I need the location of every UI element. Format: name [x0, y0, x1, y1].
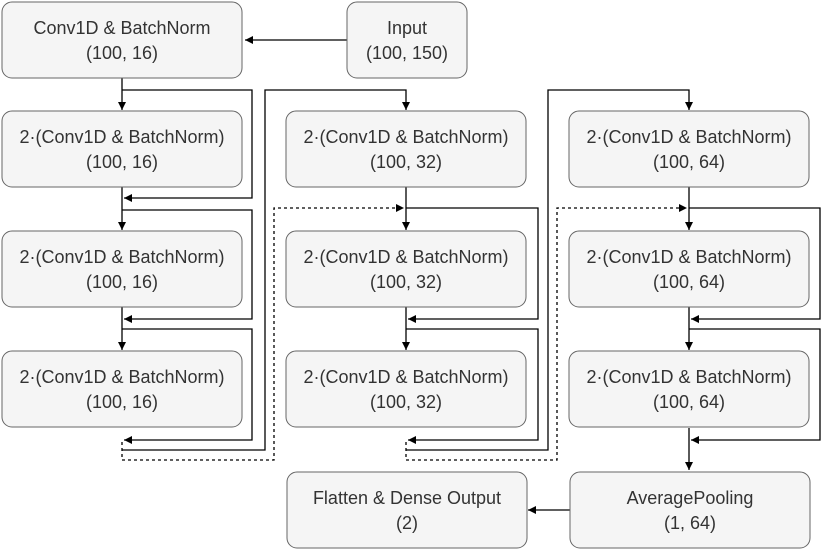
skip-col2-to-col3-dashed — [405, 204, 687, 461]
node-average-pooling: AveragePooling (1, 64) — [569, 471, 811, 549]
node-block1-2-shape: (100, 16) — [86, 272, 158, 292]
node-block2-3-label: 2·(Conv1D & BatchNorm) — [303, 367, 508, 387]
node-average-pooling-shape: (1, 64) — [664, 513, 716, 533]
node-block1-1: 2·(Conv1D & BatchNorm) (100, 16) — [1, 110, 243, 188]
node-block1-3-label: 2·(Conv1D & BatchNorm) — [19, 367, 224, 387]
node-block1-2: 2·(Conv1D & BatchNorm) (100, 16) — [1, 230, 243, 308]
node-conv-batchnorm: Conv1D & BatchNorm (100, 16) — [1, 1, 243, 79]
node-conv-batchnorm-shape: (100, 16) — [86, 43, 158, 63]
node-input-label: Input — [387, 18, 427, 38]
node-input: Input (100, 150) — [346, 1, 468, 79]
skip-col1-block1 — [122, 89, 253, 202]
node-block3-1-label: 2·(Conv1D & BatchNorm) — [586, 127, 791, 147]
node-block1-3: 2·(Conv1D & BatchNorm) (100, 16) — [1, 350, 243, 428]
node-block3-3-label: 2·(Conv1D & BatchNorm) — [586, 367, 791, 387]
node-flatten-dense-output: Flatten & Dense Output (2) — [286, 471, 528, 549]
node-block3-2: 2·(Conv1D & BatchNorm) (100, 64) — [568, 230, 810, 308]
skip-col1-to-col2-dashed — [121, 204, 404, 461]
skip-col3-block2 — [689, 207, 821, 323]
edge-col1-to-col2 — [122, 89, 410, 451]
node-block2-3-shape: (100, 32) — [370, 392, 442, 412]
skip-col2-block2 — [406, 207, 539, 323]
node-block2-1-shape: (100, 32) — [370, 152, 442, 172]
node-block1-1-label: 2·(Conv1D & BatchNorm) — [19, 127, 224, 147]
node-flatten-dense-output-shape: (2) — [396, 513, 418, 533]
node-block3-3: 2·(Conv1D & BatchNorm) (100, 64) — [568, 350, 810, 428]
node-average-pooling-label: AveragePooling — [627, 488, 754, 508]
node-block2-2: 2·(Conv1D & BatchNorm) (100, 32) — [285, 230, 527, 308]
node-block2-2-label: 2·(Conv1D & BatchNorm) — [303, 247, 508, 267]
node-block3-3-shape: (100, 64) — [653, 392, 725, 412]
node-block2-3: 2·(Conv1D & BatchNorm) (100, 32) — [285, 350, 527, 428]
node-block2-2-shape: (100, 32) — [370, 272, 442, 292]
edges — [118, 36, 821, 514]
skip-col1-block2 — [122, 209, 253, 323]
node-flatten-dense-output-label: Flatten & Dense Output — [313, 488, 501, 508]
node-block3-1-shape: (100, 64) — [653, 152, 725, 172]
node-block1-3-shape: (100, 16) — [86, 392, 158, 412]
edge-col2-to-col3 — [406, 89, 693, 451]
node-block3-1: 2·(Conv1D & BatchNorm) (100, 64) — [568, 110, 810, 188]
skip-col1-block3 — [122, 328, 253, 444]
node-block2-1-label: 2·(Conv1D & BatchNorm) — [303, 127, 508, 147]
node-conv-batchnorm-label: Conv1D & BatchNorm — [33, 18, 210, 38]
node-block1-1-shape: (100, 16) — [86, 152, 158, 172]
skip-col3-block3 — [689, 328, 821, 444]
node-input-shape: (100, 150) — [366, 43, 448, 63]
skip-col2-block3 — [406, 328, 539, 444]
node-block3-2-label: 2·(Conv1D & BatchNorm) — [586, 247, 791, 267]
node-block1-2-label: 2·(Conv1D & BatchNorm) — [19, 247, 224, 267]
node-block3-2-shape: (100, 64) — [653, 272, 725, 292]
node-block2-1: 2·(Conv1D & BatchNorm) (100, 32) — [285, 110, 527, 188]
